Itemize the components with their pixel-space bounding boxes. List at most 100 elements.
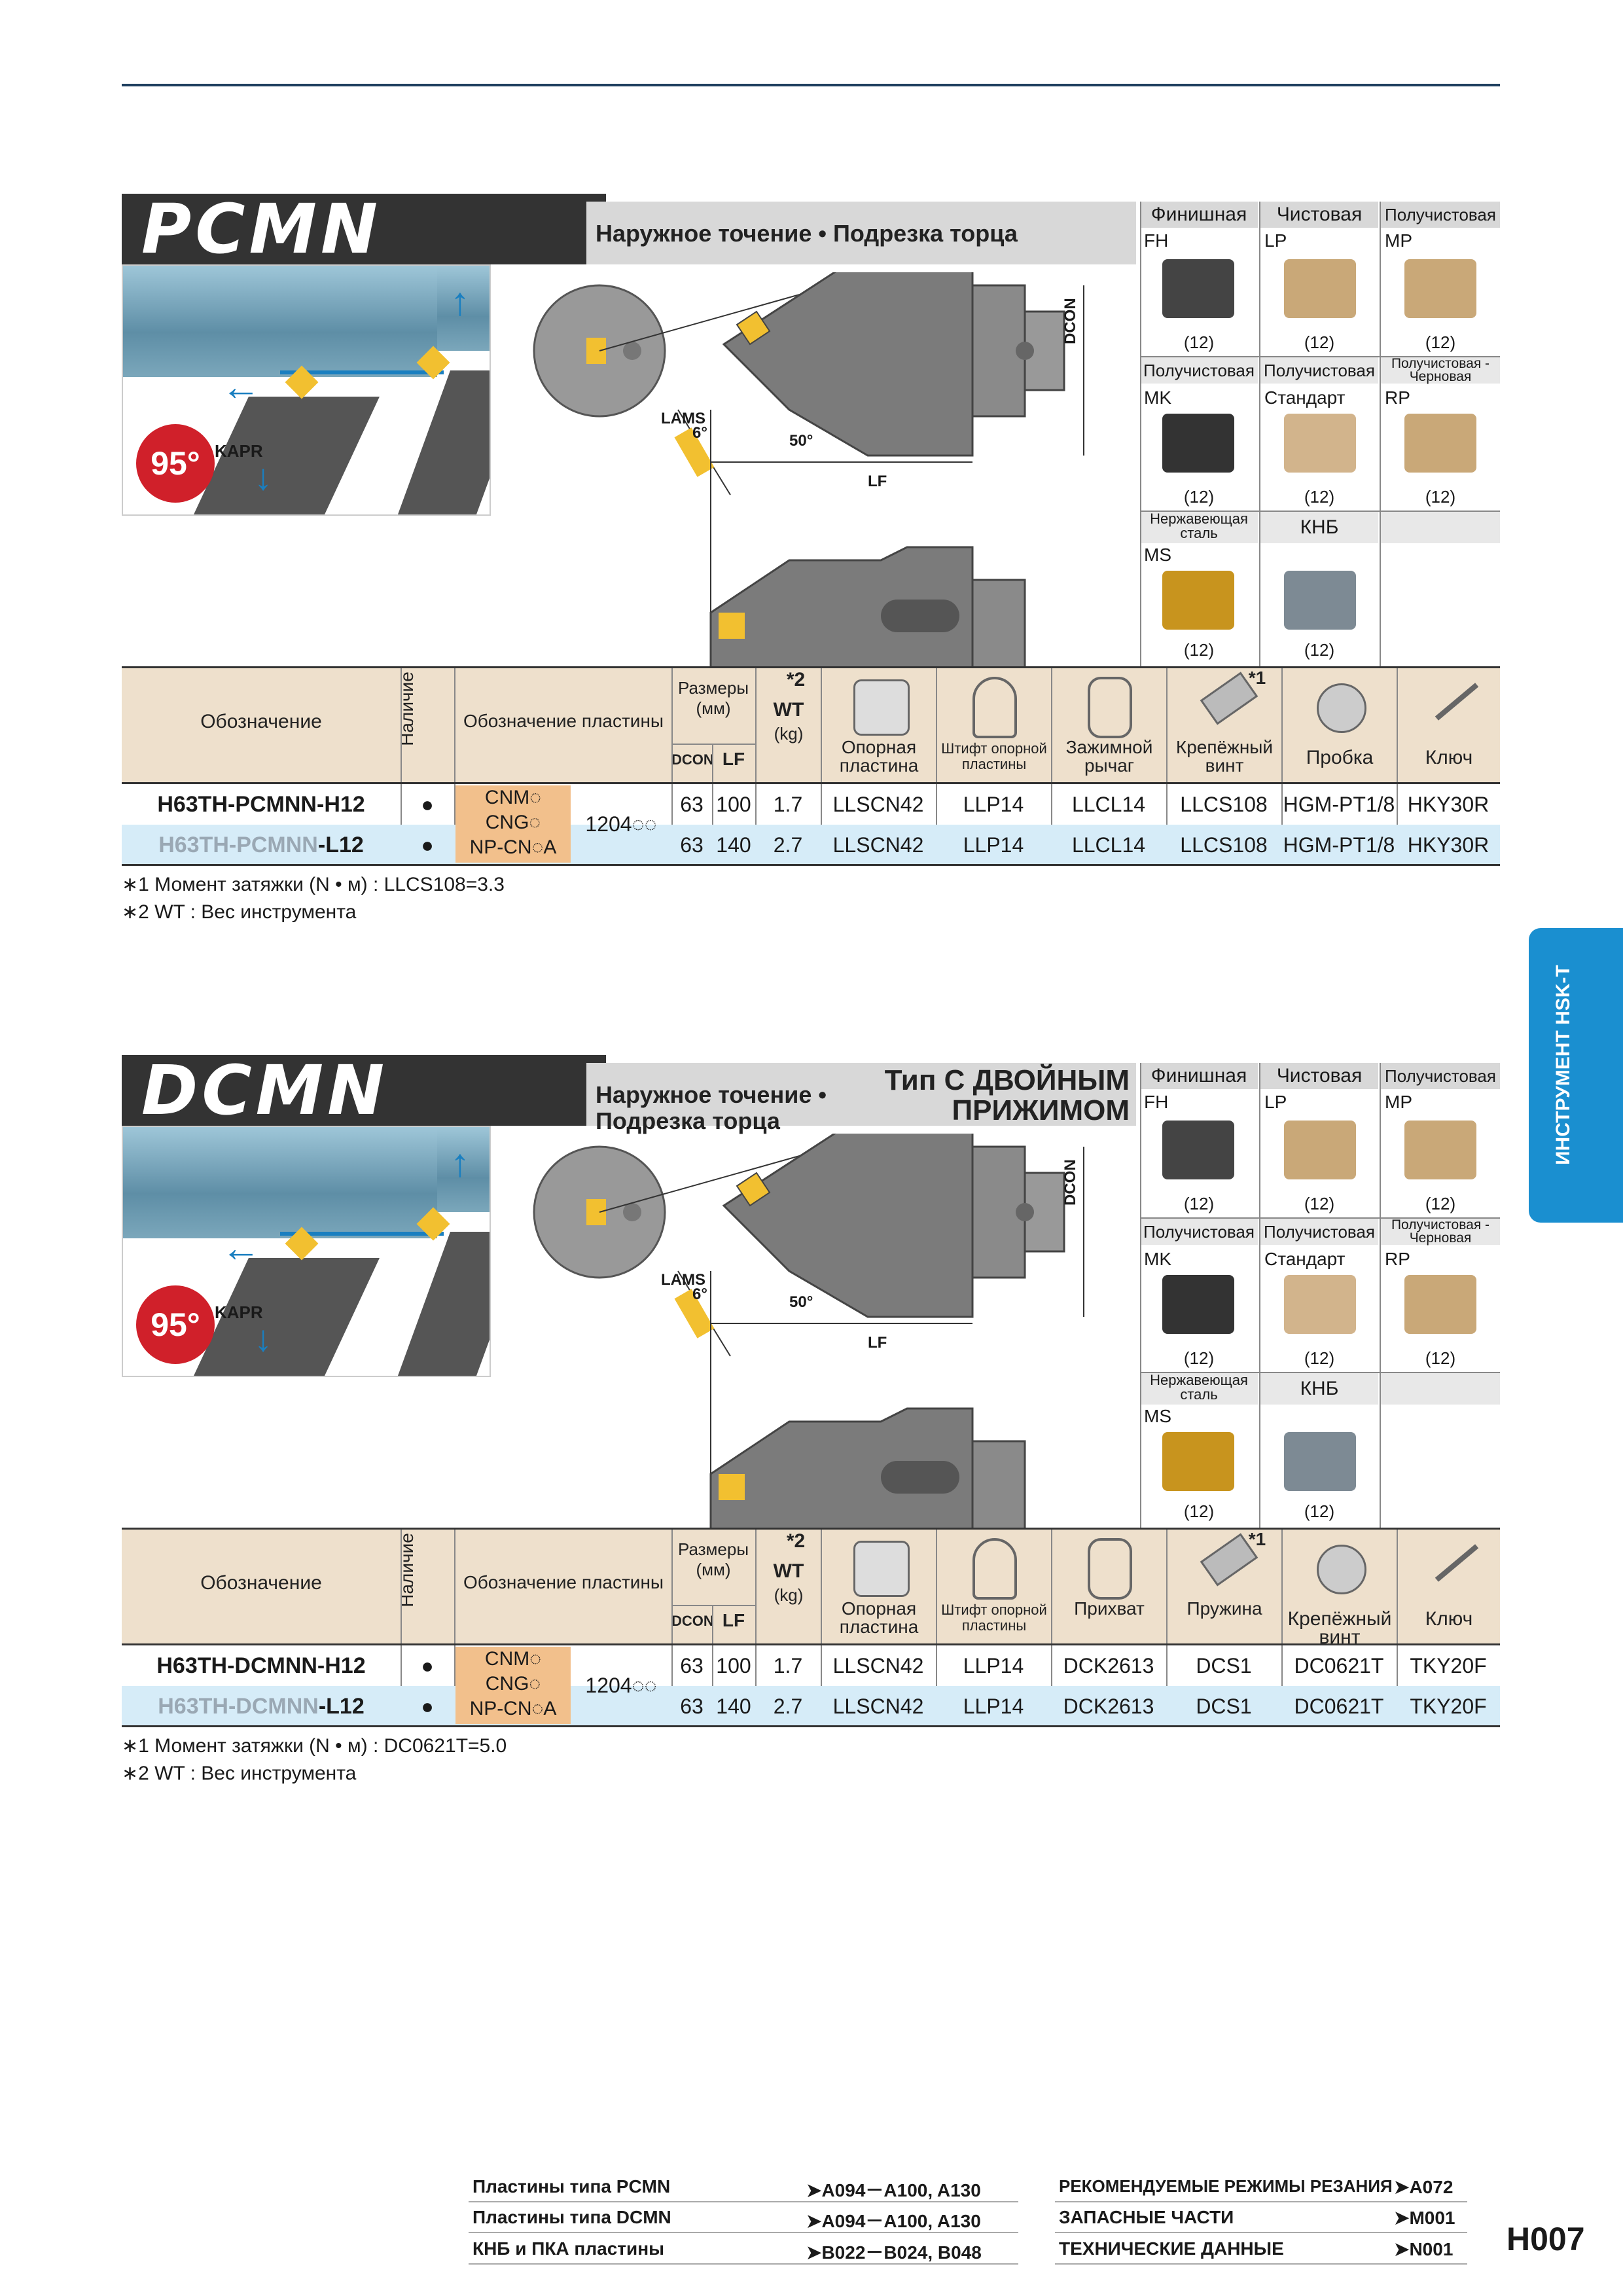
- cut-path: [280, 370, 444, 374]
- insert-code: LP: [1264, 230, 1287, 251]
- grid-line: [671, 1530, 673, 1725]
- tool-code-base: H63TH-PCMNN: [158, 833, 318, 857]
- insert-image-fh[interactable]: [1162, 259, 1234, 318]
- table-row[interactable]: H63TH-DCMNN-L12 ● 63 140 2.7 LLSCN42 LLP…: [122, 1686, 1500, 1727]
- application-illustration: ← ↑ ↓ 95° KAPR: [122, 264, 491, 516]
- kapr-label: KAPR: [215, 441, 263, 461]
- insert-image-mp[interactable]: [1404, 259, 1476, 318]
- part-value[interactable]: LLSCN42: [832, 793, 924, 816]
- insert-image-rp[interactable]: [1404, 414, 1476, 473]
- footer-right-ref-1[interactable]: ➤M001: [1394, 2208, 1455, 2228]
- part-value[interactable]: LLCS108: [1180, 793, 1268, 816]
- part-value[interactable]: LLSCN42: [832, 1695, 924, 1718]
- part-value[interactable]: DC0621T: [1294, 1654, 1384, 1677]
- part-value[interactable]: HGM-PT1/8: [1283, 793, 1395, 816]
- angle-50-label: 50°: [789, 432, 813, 450]
- grid-line: [1051, 1530, 1052, 1725]
- insert-designation[interactable]: NP-CN◌A: [469, 1698, 557, 1719]
- tool-body-2: [397, 1232, 490, 1376]
- insert-image-ms[interactable]: [1162, 1432, 1234, 1491]
- insert-designation[interactable]: CNG◌: [485, 812, 541, 833]
- table-row[interactable]: H63TH-DCMNN-H12 ● 63 100 1.7 LLSCN42 LLP…: [122, 1645, 1500, 1686]
- part-value[interactable]: LLP14: [963, 793, 1024, 816]
- subtitle-right-2: ПРИЖИМОМ: [952, 1094, 1130, 1126]
- part-value[interactable]: HKY30R: [1407, 833, 1489, 857]
- insert-image-cbn[interactable]: [1284, 571, 1356, 630]
- grid-line: [1140, 1372, 1500, 1373]
- table-row[interactable]: H63TH-PCMNN-L12 ● 63 140 2.7 LLSCN42 LLP…: [122, 825, 1500, 865]
- th-kg: (kg): [774, 724, 804, 744]
- insert-image-ms[interactable]: [1162, 571, 1234, 630]
- subtitle-line-1: Наружное точение •: [596, 1081, 827, 1108]
- insert-designation[interactable]: CNG◌: [485, 1673, 541, 1695]
- grid-line: [454, 668, 455, 863]
- th-dcon: DCON: [671, 751, 714, 768]
- lams-label: LAMS: [661, 410, 705, 427]
- part-value[interactable]: DCS1: [1196, 1695, 1252, 1718]
- tool-code: H63TH-PCMNN-L12: [122, 825, 401, 865]
- part-value[interactable]: DC0621T: [1294, 1695, 1384, 1718]
- grid-line: [821, 1530, 822, 1725]
- note-weight: ∗2 WT : Вес инструмента: [122, 901, 357, 923]
- insert-image-fh[interactable]: [1162, 1121, 1234, 1179]
- footer-right-ref-0[interactable]: ➤A072: [1394, 2177, 1454, 2197]
- grid-line: [712, 744, 713, 863]
- insert-image-standard[interactable]: [1284, 414, 1356, 473]
- insert-image-rp[interactable]: [1404, 1275, 1476, 1334]
- subtitle-right-1: Тип С ДВОЙНЫМ: [884, 1064, 1130, 1096]
- availability-dot: ●: [421, 793, 434, 816]
- part-value[interactable]: DCK2613: [1063, 1695, 1154, 1718]
- side-tab[interactable]: [1529, 928, 1623, 1223]
- insert-image-lp[interactable]: [1284, 1121, 1356, 1179]
- grid-line: [1140, 356, 1500, 357]
- insert-image-mk[interactable]: [1162, 414, 1234, 473]
- insert-size: 1204◌◌: [585, 1674, 657, 1697]
- part-value[interactable]: LLP14: [963, 833, 1024, 857]
- part-value[interactable]: HKY30R: [1407, 793, 1489, 816]
- tool-code: H63TH-PCMNN-H12: [157, 792, 365, 817]
- part-value[interactable]: DCK2613: [1063, 1654, 1154, 1677]
- insert-image-mk[interactable]: [1162, 1275, 1234, 1334]
- arrow-up-icon: ↑: [450, 1141, 470, 1185]
- footer-left-ref-1[interactable]: ➤A094－A100, A130: [806, 2211, 981, 2231]
- part-value[interactable]: LLCL14: [1071, 793, 1146, 816]
- part-value[interactable]: LLCL14: [1071, 833, 1146, 857]
- tool-drawing: [533, 272, 1084, 692]
- table-row[interactable]: H63TH-PCMNN-H12 ● 63 100 1.7 LLSCN42 LLP…: [122, 784, 1500, 825]
- footer-divider: [469, 2201, 1018, 2202]
- insert-designation[interactable]: CNM◌: [484, 787, 542, 808]
- insert-code: MK: [1144, 387, 1171, 408]
- insert-qty: (12): [1425, 1194, 1456, 1213]
- footer-left-ref-0[interactable]: ➤A094－A100, A130: [806, 2180, 981, 2200]
- insert-header: Чистовая: [1260, 1063, 1378, 1089]
- part-value[interactable]: TKY20F: [1410, 1695, 1487, 1718]
- insert-image-lp[interactable]: [1284, 259, 1356, 318]
- insert-code: MP: [1385, 230, 1412, 251]
- insert-image-standard[interactable]: [1284, 1275, 1356, 1334]
- note-torque: ∗1 Момент затяжки (N • м) : DC0621T=5.0: [122, 1735, 507, 1757]
- lf-value: 140: [716, 833, 751, 857]
- part-value[interactable]: LLP14: [963, 1654, 1024, 1677]
- wt-value: 1.7: [773, 793, 803, 816]
- tool-code-suffix: -L12: [318, 1694, 365, 1719]
- insert-qty: (12): [1304, 1501, 1335, 1521]
- part-value[interactable]: DCS1: [1196, 1654, 1252, 1677]
- part-value[interactable]: LLSCN42: [832, 1654, 924, 1677]
- insert-designation[interactable]: CNM◌: [484, 1648, 542, 1670]
- part-value[interactable]: LLP14: [963, 1695, 1024, 1718]
- footer-right-ref-2[interactable]: ➤N001: [1394, 2239, 1454, 2259]
- footer-left-ref-2[interactable]: ➤B022－B024, B048: [806, 2242, 982, 2263]
- part-value[interactable]: LLSCN42: [832, 833, 924, 857]
- insert-subheader: Получистовая: [1260, 357, 1378, 384]
- dcon-value: 63: [680, 793, 704, 816]
- part-value[interactable]: HGM-PT1/8: [1283, 833, 1395, 857]
- part-value[interactable]: LLCS108: [1180, 833, 1268, 857]
- arrow-down-icon: ↓: [254, 456, 272, 497]
- insert-image-cbn[interactable]: [1284, 1432, 1356, 1491]
- insert-image-mp[interactable]: [1404, 1121, 1476, 1179]
- clamp-icon: [1088, 677, 1132, 738]
- grid-line: [755, 1530, 757, 1725]
- part-value[interactable]: TKY20F: [1410, 1654, 1487, 1677]
- insert-designation[interactable]: NP-CN◌A: [469, 836, 557, 858]
- th-wt-mark: *2: [786, 1530, 806, 1552]
